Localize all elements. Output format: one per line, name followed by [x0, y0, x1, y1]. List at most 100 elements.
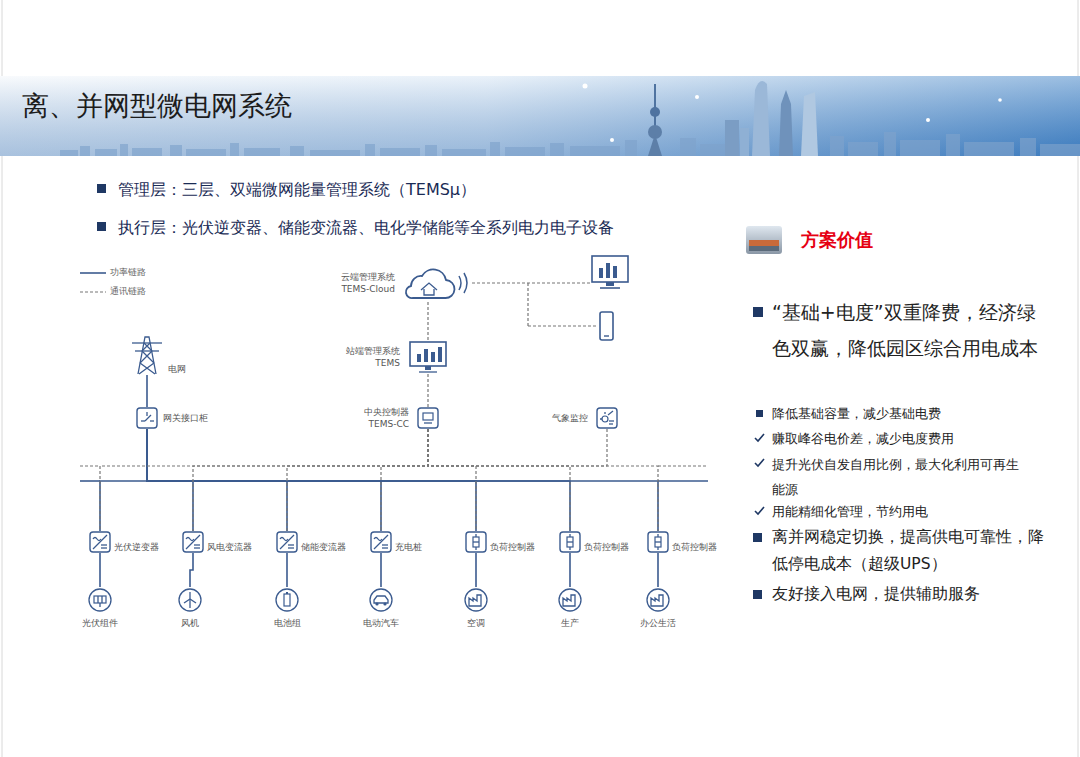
icon-wheel	[383, 602, 386, 605]
icon-line	[101, 547, 107, 548]
icon-circle	[647, 589, 669, 611]
icon-box	[418, 408, 438, 428]
value-item: 赚取峰谷电价差，减少电度费用	[772, 430, 954, 448]
node-label: 负荷控制器	[672, 541, 717, 553]
icon-circle	[559, 589, 581, 611]
node-label: 生产	[561, 617, 579, 629]
circle-icon	[557, 587, 583, 613]
icon-line	[475, 534, 476, 537]
node-label: 中央控制器TEMS-CC	[364, 406, 409, 430]
icon-line	[657, 534, 658, 537]
value-item: “基础+电度”双重降费，经济绿色双赢，降低园区综合用电成本	[772, 294, 1047, 366]
node-label: 风机	[181, 617, 199, 629]
icon-line	[190, 599, 196, 603]
node-text: 云端管理系统	[341, 271, 395, 283]
load-circle: 空调	[463, 587, 489, 629]
icon-inner	[423, 413, 433, 420]
node-label: 负荷控制器	[490, 541, 535, 553]
slide-title: 离、并网型微电网系统	[22, 88, 292, 124]
comm-link	[427, 374, 428, 407]
power-link	[380, 553, 382, 587]
monitor-icon	[408, 340, 448, 374]
icon-cap	[286, 592, 288, 594]
icon-line	[135, 350, 159, 351]
icon-panel	[94, 596, 106, 603]
legend: 功率链路通讯链路	[80, 263, 146, 301]
icon-line	[609, 420, 614, 421]
node-label: 电网	[168, 363, 186, 375]
node-text: 负荷控制器	[490, 541, 535, 553]
icon-line	[655, 541, 661, 542]
icon-box	[137, 408, 157, 428]
node-label: 空调	[467, 617, 485, 629]
icon-bar	[438, 347, 442, 362]
legend-text: 通讯链路	[110, 286, 146, 298]
icon-circle	[89, 589, 111, 611]
icon-line	[97, 596, 98, 603]
icon-line	[609, 423, 613, 424]
icon-box	[277, 532, 297, 552]
node-text: TEMS	[346, 357, 400, 369]
icon-path	[93, 538, 101, 541]
power-link	[475, 553, 477, 587]
header-shade	[0, 76, 1080, 156]
icon-line	[600, 418, 602, 419]
node-text: 电动汽车	[363, 617, 399, 629]
grid-node: 电网	[130, 333, 186, 375]
icon-box	[560, 532, 580, 552]
circle-icon	[274, 587, 300, 613]
loadctl-icon	[647, 531, 669, 553]
layer-bullet: 执行层：光伏逆变器、储能变流器、电化学储能等全系列电力电子设备	[118, 216, 614, 240]
bullet-squares	[97, 184, 763, 599]
icon-path	[651, 595, 663, 606]
node-text: 风机	[181, 617, 199, 629]
converter-box: 光伏逆变器	[89, 531, 159, 553]
comm-link	[287, 429, 428, 531]
node-text: 负荷控制器	[672, 541, 717, 553]
comm-link	[193, 429, 428, 531]
circle-icon	[177, 587, 203, 613]
dev-icon	[370, 531, 392, 553]
legend-swatch	[80, 270, 106, 276]
icon-box	[183, 532, 203, 552]
check-marks	[755, 434, 764, 514]
icon-line	[424, 422, 432, 423]
icon-inner	[655, 537, 661, 547]
value-item: 友好接入电网，提供辅助服务	[772, 581, 980, 608]
icon-path	[421, 283, 437, 290]
loadctl-icon	[559, 531, 581, 553]
comm-link	[427, 302, 428, 340]
value-item: 离并网稳定切换，提高供电可靠性，降低停电成本（超级UPS）	[772, 524, 1050, 578]
bus-stubs	[80, 466, 708, 481]
node-text: 空调	[467, 617, 485, 629]
node-text: 电池组	[274, 617, 301, 629]
client-monitor	[592, 256, 628, 288]
load-circle: 电池组	[274, 587, 301, 629]
icon-line	[145, 415, 151, 421]
tower-building	[725, 120, 739, 156]
node-label: 电池组	[274, 617, 301, 629]
node-text: 储能变流器	[301, 541, 346, 553]
icon-box	[648, 532, 668, 552]
skyline	[60, 132, 1080, 156]
node-text: TEMS-Cloud	[341, 283, 395, 295]
cloud-system: 云端管理系统TEMS-Cloud	[341, 264, 455, 302]
node-label: 光伏逆变器	[114, 541, 159, 553]
comm-link	[100, 429, 428, 531]
icon-path	[374, 538, 382, 541]
gateway-cabinet: 网关接口柜	[136, 407, 208, 429]
icon-path	[424, 289, 434, 295]
node-text: 气象监控	[552, 412, 588, 424]
central-controller: 中央控制器TEMS-CC	[364, 406, 439, 430]
node-label: 站端管理系统TEMS	[346, 345, 400, 369]
node-text: 光伏组件	[82, 617, 118, 629]
node-text: 中央控制器	[364, 406, 409, 418]
load-controller: 负荷控制器	[465, 531, 535, 553]
legend-swatch	[80, 289, 106, 295]
icon-line	[569, 547, 570, 550]
icon-path	[374, 596, 388, 603]
icon-line	[288, 547, 294, 548]
icon-circle	[465, 589, 487, 611]
icon-line	[288, 544, 294, 545]
cloud-icon	[401, 264, 455, 302]
